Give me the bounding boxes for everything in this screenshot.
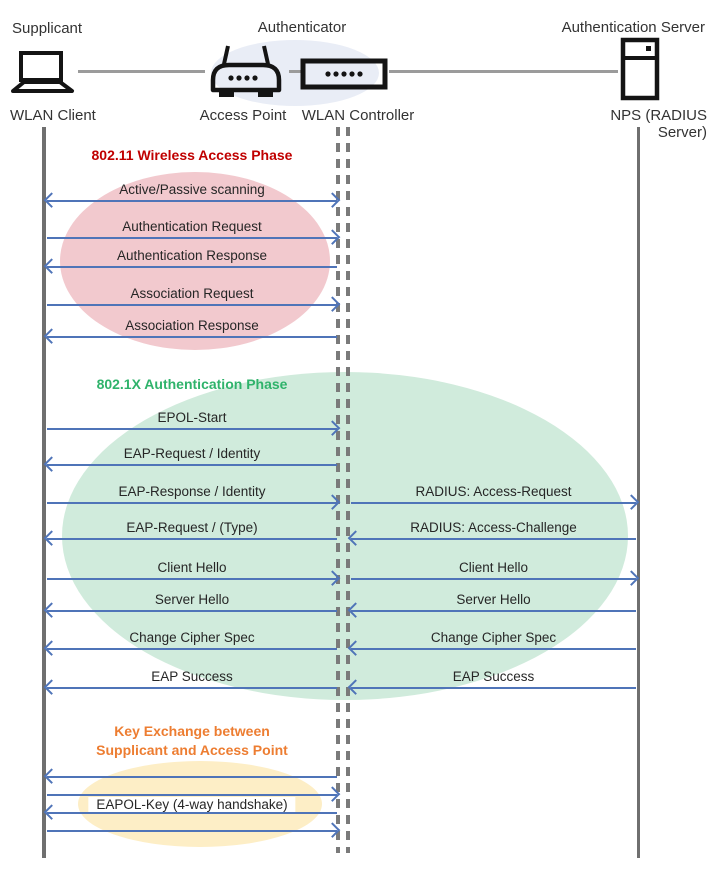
role-authentication-server: Authentication Server	[561, 19, 705, 36]
lifeline-wlan-controller-dashed	[346, 127, 350, 853]
message-eap-success-right: EAP Success	[351, 669, 636, 689]
message-label: Client Hello	[458, 560, 529, 575]
phase3-title-line2: Supplicant and Access Point	[96, 742, 288, 758]
message-authentication-request: Authentication Request	[47, 219, 337, 239]
message-label: Change Cipher Spec	[129, 630, 255, 645]
role-authenticator: Authenticator	[257, 19, 347, 36]
phase2-title: 802.1X Authentication Phase	[96, 376, 288, 392]
wireless-access-point-icon	[210, 45, 282, 97]
role-supplicant: Supplicant	[12, 20, 83, 37]
message-label: Association Request	[130, 286, 254, 301]
message-label: Client Hello	[157, 560, 227, 575]
message-change-cipher-spec-right: Change Cipher Spec	[351, 630, 636, 650]
message-server-hello-left: Server Hello	[47, 592, 337, 612]
message-eap-response-identity: EAP-Response / Identity	[47, 484, 337, 504]
message-eapol-key-arrow-4	[47, 830, 337, 832]
message-client-hello-left: Client Hello	[47, 560, 337, 580]
message-association-response: Association Response	[47, 318, 337, 338]
laptop-icon	[11, 51, 74, 93]
link-ap-controller	[289, 70, 302, 73]
phase3-title: Key Exchange between Supplicant and Acce…	[62, 722, 322, 760]
message-label: EAP Success	[151, 669, 233, 684]
message-label: EAP-Request / (Type)	[126, 520, 258, 535]
message-server-hello-right: Server Hello	[351, 592, 636, 612]
message-eapol-key-arrow-3: EAPOL-Key (4-way handshake)	[47, 797, 337, 814]
message-association-request: Association Request	[47, 286, 337, 306]
message-change-cipher-spec-left: Change Cipher Spec	[47, 630, 337, 650]
message-active-passive-scanning: Active/Passive scanning	[47, 182, 337, 202]
message-label: EAP Success	[452, 669, 535, 684]
message-label: Change Cipher Spec	[430, 630, 557, 645]
lifeline-wlan-client	[42, 127, 46, 858]
message-label: Authentication Request	[122, 219, 262, 234]
message-label: RADIUS: Access-Request	[415, 484, 572, 499]
node-nps-radius-server: NPS (RADIUS Server)	[610, 107, 707, 141]
message-label: EAP-Response / Identity	[118, 484, 266, 499]
message-eap-success-left: EAP Success	[47, 669, 337, 689]
node-access-point: Access Point	[199, 107, 287, 124]
message-radius-access-challenge: RADIUS: Access-Challenge	[351, 520, 636, 540]
lifeline-access-point-dashed	[336, 127, 340, 853]
link-client-ap	[78, 70, 205, 73]
message-epol-start: EPOL-Start	[47, 410, 337, 430]
message-label: RADIUS: Access-Challenge	[410, 520, 577, 535]
message-client-hello-right: Client Hello	[351, 560, 636, 580]
message-label: EAPOL-Key (4-way handshake)	[88, 797, 296, 812]
server-icon	[620, 37, 660, 101]
message-label: Server Hello	[456, 592, 531, 607]
message-label: Active/Passive scanning	[119, 182, 265, 197]
phase3-title-line1: Key Exchange between	[114, 723, 270, 739]
message-eapol-key-arrow-1	[47, 776, 337, 778]
message-authentication-response: Authentication Response	[47, 248, 337, 268]
message-label: EAP-Request / Identity	[123, 446, 261, 461]
message-label: Association Response	[125, 318, 259, 333]
message-label: Authentication Response	[116, 248, 268, 263]
message-radius-access-request: RADIUS: Access-Request	[351, 484, 636, 504]
node-wlan-client: WLAN Client	[10, 107, 96, 124]
lifeline-radius-server	[637, 127, 640, 858]
message-label: Server Hello	[154, 592, 230, 607]
message-label: EPOL-Start	[157, 410, 227, 425]
phase1-title: 802.11 Wireless Access Phase	[91, 147, 293, 163]
wlan-controller-icon	[300, 58, 388, 90]
phase2-ellipse	[62, 372, 628, 700]
node-wlan-controller: WLAN Controller	[301, 107, 415, 124]
message-eap-request-type: EAP-Request / (Type)	[47, 520, 337, 540]
message-eap-request-identity: EAP-Request / Identity	[47, 446, 337, 466]
link-controller-server	[389, 70, 618, 73]
message-eapol-key-arrow-2	[47, 794, 337, 796]
